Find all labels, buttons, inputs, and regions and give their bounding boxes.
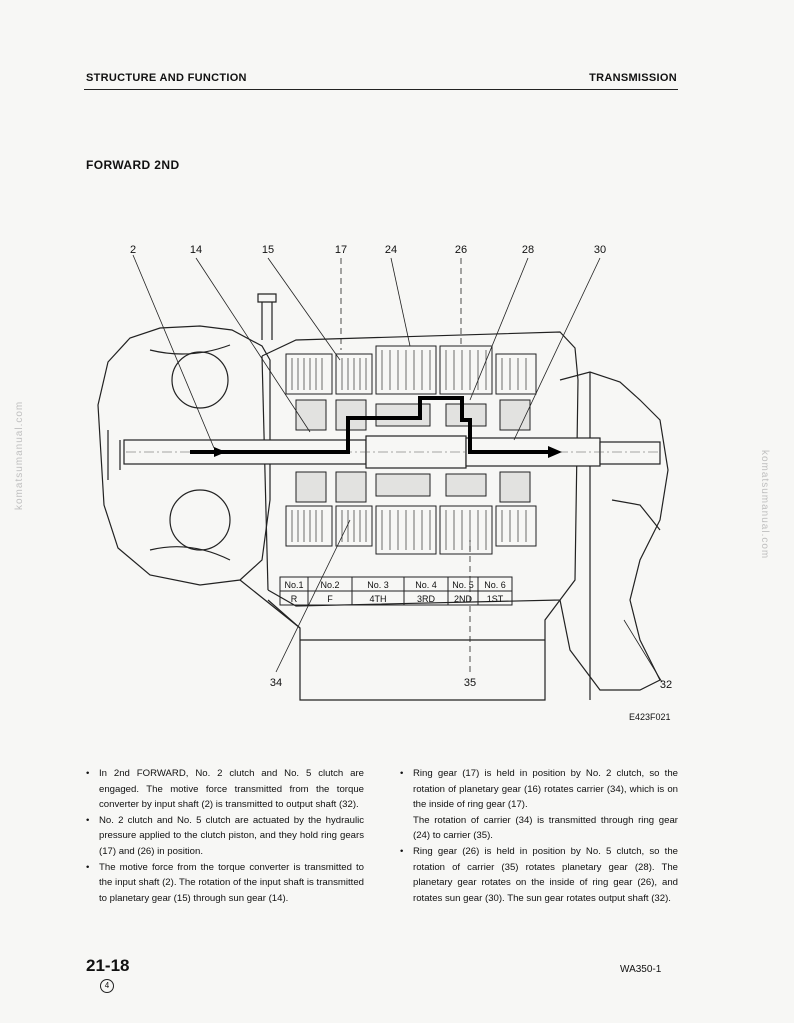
- callout-35: 35: [464, 677, 476, 689]
- clutch-no-3: No. 3: [367, 580, 389, 590]
- paragraph: The rotation of carrier (34) is transmit…: [413, 814, 678, 842]
- paragraph: In 2nd FORWARD, No. 2 clutch and No. 5 c…: [86, 766, 364, 813]
- body-column-left: In 2nd FORWARD, No. 2 clutch and No. 5 c…: [86, 766, 364, 906]
- callout-28: 28: [522, 244, 534, 256]
- callout-24: 24: [385, 244, 397, 256]
- clutch-no-6: No. 6: [484, 580, 506, 590]
- clutch-packs: [285, 345, 537, 555]
- clutch-no-2: No.2: [320, 580, 339, 590]
- clutch-no-5: No. 5: [452, 580, 474, 590]
- clutch-no-4: No. 4: [415, 580, 437, 590]
- speed-2nd: 2ND: [454, 594, 473, 604]
- callout-30: 30: [594, 244, 606, 256]
- callout-17: 17: [335, 244, 347, 256]
- speed-1st: 1ST: [487, 594, 504, 604]
- chapter-header: TRANSMISSION: [589, 72, 677, 84]
- power-flow-path: [190, 396, 548, 454]
- paragraph: No. 2 clutch and No. 5 clutch are actuat…: [86, 813, 364, 860]
- callout-14: 14: [190, 244, 202, 256]
- planetary-gears: [295, 399, 531, 503]
- body-column-right: Ring gear (17) is held in position by No…: [400, 766, 678, 906]
- speed-f: F: [327, 594, 333, 604]
- figure-id: E423F021: [629, 712, 671, 722]
- speed-4th: 4TH: [369, 594, 386, 604]
- callout-32: 32: [660, 679, 672, 691]
- clutch-table: [279, 576, 513, 606]
- page-number: 21-18: [86, 956, 130, 975]
- revision-mark: 4: [100, 979, 114, 993]
- paragraph: The motive force from the torque convert…: [86, 860, 364, 907]
- speed-r: R: [291, 594, 298, 604]
- callout-34: 34: [270, 677, 282, 689]
- speed-3rd: 3RD: [417, 594, 436, 604]
- section-header: STRUCTURE AND FUNCTION: [86, 72, 247, 84]
- leader-lines: [132, 254, 663, 683]
- callout-15: 15: [262, 244, 274, 256]
- paragraph: Ring gear (26) is held in position by No…: [400, 844, 678, 906]
- callout-26: 26: [455, 244, 467, 256]
- paragraph: Ring gear (17) is held in position by No…: [400, 766, 678, 813]
- clutch-discs: [291, 350, 527, 550]
- header-rule: [84, 89, 678, 90]
- page-title: FORWARD 2ND: [86, 158, 180, 172]
- callout-2: 2: [130, 244, 136, 256]
- model-number: WA350-1: [620, 964, 662, 975]
- clutch-no-1: No.1: [284, 580, 303, 590]
- housing-outline: [97, 293, 669, 701]
- flow-arrow-input: [214, 447, 226, 457]
- flow-arrow: [548, 446, 562, 458]
